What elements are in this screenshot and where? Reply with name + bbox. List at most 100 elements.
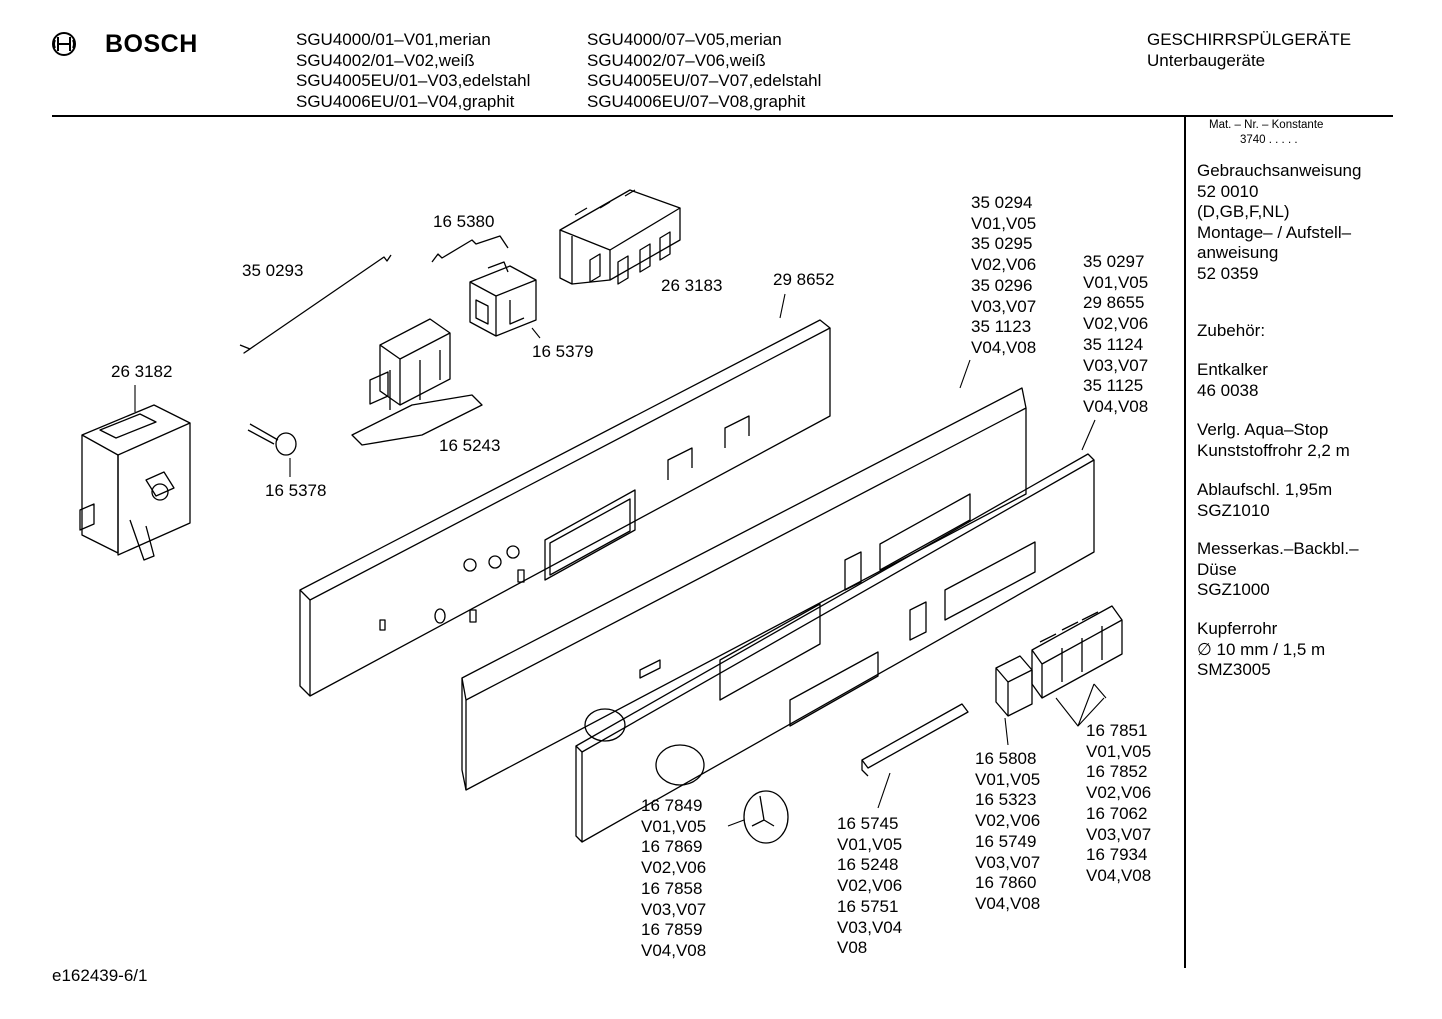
part-label: 16 5380: [433, 212, 495, 231]
part-label: 16 7062: [1086, 803, 1148, 823]
model-list-col2: SGU4000/07–V05,merian SGU4002/07–V06,wei…: [587, 30, 821, 112]
part-label: 29 8652: [773, 270, 835, 289]
part-label: V02,V06: [1083, 314, 1149, 334]
brand-name: BOSCH: [105, 30, 198, 58]
small-wire-drawing: [432, 236, 508, 262]
single-button-drawing: [996, 656, 1032, 716]
sidebar-block-manual: Gebrauchsanweisung 52 0010 (D,GB,F,NL) M…: [1197, 161, 1361, 285]
sidebar-block-descaler: Entkalker 46 0038: [1197, 360, 1268, 401]
part-label: 16 7869: [641, 837, 703, 857]
sidebar-block-nozzle: Messerkas.–Backbl.– Düse SGZ1000: [1197, 539, 1359, 601]
sidebar-block-copper-pipe: Kupferrohr ∅ 10 mm / 1,5 m SMZ3005: [1197, 619, 1325, 681]
part-label: 16 5248: [837, 855, 899, 875]
part-label: 35 1123: [971, 317, 1032, 337]
part-label: V02,V06: [1086, 783, 1152, 803]
sidebar-line: SGZ1010: [1197, 500, 1270, 520]
front-housing-drawing: [462, 388, 1026, 790]
part-label: 16 5808: [975, 749, 1037, 768]
part-label: 16 7860: [975, 873, 1037, 893]
holder-drawing: [352, 319, 482, 445]
sidebar-line: Ablaufschl. 1,95m: [1197, 480, 1333, 499]
part-label: V04,V08: [971, 337, 1037, 357]
part-label: V01,V05: [837, 834, 903, 854]
part-label-group: 16 7851 V01,V05 16 7852 V02,V06 16 7062 …: [1086, 721, 1151, 887]
model-item: SGU4000/07–V05,merian: [587, 30, 782, 49]
part-label-group: 16 5745 V01,V05 16 5248 V02,V06 16 5751 …: [837, 814, 902, 959]
part-label: V01,V05: [1083, 272, 1149, 292]
part-label: 35 0294: [971, 193, 1033, 212]
part-label: 29 8655: [1083, 293, 1145, 313]
sidebar-line: Zubehör:: [1197, 321, 1266, 340]
sidebar-line: Montage– / Aufstell–: [1197, 222, 1352, 242]
part-label: 16 5379: [532, 342, 594, 361]
part-label: 16 7858: [641, 878, 703, 898]
sidebar-line: 52 0359: [1197, 263, 1259, 283]
part-label: V02,V06: [975, 811, 1041, 831]
part-label: 16 7934: [1086, 845, 1148, 865]
part-label: V03,V07: [971, 296, 1037, 316]
part-label: V01,V05: [975, 769, 1041, 789]
part-label: 16 5378: [265, 481, 327, 500]
part-label: V02,V06: [971, 255, 1037, 275]
part-label: V03,V04: [837, 917, 903, 937]
sidebar-line: Kunststoffrohr 2,2 m: [1197, 440, 1350, 460]
model-item: SGU4000/01–V01,merian: [296, 30, 491, 49]
part-label: 26 3182: [111, 362, 173, 381]
part-label: V04,V08: [641, 940, 707, 960]
part-label: V01,V05: [1086, 741, 1152, 761]
part-label: 16 7859: [641, 920, 703, 940]
model-list-col1: SGU4000/01–V01,merian SGU4002/01–V02,wei…: [296, 30, 530, 112]
sidebar-line: Kupferrohr: [1197, 619, 1278, 638]
part-label-group: 16 7849 V01,V05 16 7869 V02,V06 16 7858 …: [641, 796, 706, 962]
sidebar-line: Verlg. Aqua–Stop: [1197, 420, 1329, 439]
sidebar-line: SMZ3005: [1197, 660, 1271, 680]
strip-drawing: [862, 704, 968, 776]
sidebar-line: Messerkas.–Backbl.–: [1197, 539, 1359, 558]
part-label: 26 3183: [661, 276, 723, 295]
drawing-id: e162439-6/1: [52, 966, 148, 985]
programmer-drawing: [80, 405, 190, 560]
sidebar-line: 52 0010: [1197, 181, 1259, 201]
part-label: 35 1124: [1083, 334, 1144, 354]
sidebar-block-accessories: Zubehör:: [1197, 321, 1265, 342]
part-label: V03,V07: [641, 899, 707, 919]
sidebar-line: (D,GB,F,NL): [1197, 202, 1290, 222]
knob-drawing: [744, 791, 788, 843]
part-label: 35 1125: [1083, 376, 1144, 396]
part-label: 16 7852: [1086, 762, 1148, 782]
leader-lines: [135, 294, 1106, 826]
sidebar-line: Düse: [1197, 559, 1237, 579]
category-title: GESCHIRRSPÜLGERÄTE Unterbaugeräte: [1147, 30, 1351, 71]
sidebar-line: 46 0038: [1197, 380, 1259, 400]
sidebar-line: Gebrauchsanweisung: [1197, 161, 1362, 180]
sidebar-block-drain-hose: Ablaufschl. 1,95m SGZ1010: [1197, 480, 1332, 521]
part-label: V03,V07: [975, 852, 1041, 872]
part-label: V08: [837, 938, 868, 958]
sidebar-line: SGZ1000: [1197, 580, 1270, 600]
model-item: SGU4006EU/01–V04,graphit: [296, 91, 515, 111]
part-label: V03,V07: [1086, 824, 1152, 844]
part-label: 35 0296: [971, 275, 1033, 295]
part-label: V04,V08: [975, 893, 1041, 913]
sidebar-block-aquastop: Verlg. Aqua–Stop Kunststoffrohr 2,2 m: [1197, 420, 1350, 461]
category-line: GESCHIRRSPÜLGERÄTE: [1147, 30, 1352, 49]
sidebar-line: anweisung: [1197, 243, 1279, 263]
part-label-group: 35 0294 V01,V05 35 0295 V02,V06 35 0296 …: [971, 193, 1036, 359]
part-label: 35 0297: [1083, 252, 1145, 271]
part-label: 16 5323: [975, 790, 1037, 810]
part-label: 16 5749: [975, 831, 1037, 851]
front-panel-drawing: [576, 454, 1094, 842]
part-label: 35 0293: [242, 261, 304, 280]
indicator-lamp-drawing: [248, 424, 296, 455]
model-item: SGU4006EU/07–V08,graphit: [587, 91, 806, 111]
switch-block-drawing: [560, 190, 680, 284]
part-label: 35 0295: [971, 234, 1033, 254]
button-set-drawing: [1032, 606, 1122, 698]
part-label: V03,V07: [1083, 355, 1149, 375]
part-label: 16 7849: [641, 796, 703, 815]
wire-rod-drawing: [240, 255, 391, 353]
bosch-logo-icon: [53, 33, 75, 55]
rear-frame-drawing: [300, 320, 830, 696]
part-label: V01,V05: [641, 816, 707, 836]
